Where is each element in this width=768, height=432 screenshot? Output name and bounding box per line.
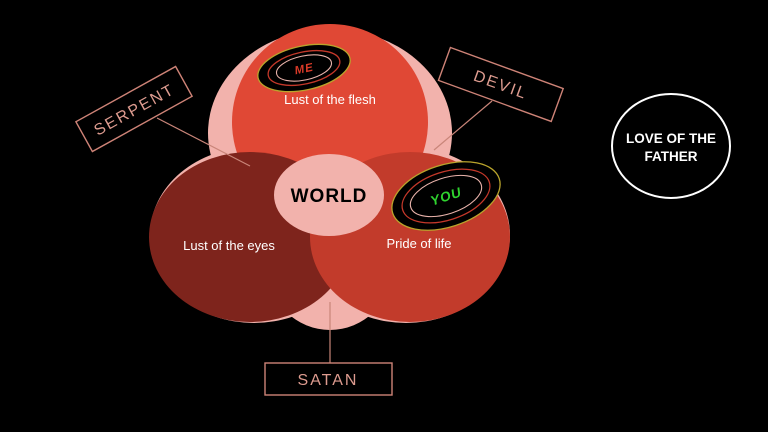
satan-callout-label: SATAN xyxy=(298,372,359,389)
satan-callout: SATAN xyxy=(264,362,393,396)
lust-of-flesh-label: Lust of the flesh xyxy=(284,92,376,107)
serpent-connector-line xyxy=(156,117,251,167)
you-eye-outer xyxy=(391,161,501,231)
satan-callout-box xyxy=(264,362,393,396)
you-eye-red-ring xyxy=(401,168,491,224)
devil-callout: DEVIL xyxy=(437,46,565,123)
world-label: WORLD xyxy=(291,186,368,207)
devil-callout-box xyxy=(437,46,565,123)
serpent-callout-box xyxy=(74,65,194,153)
serpent-callout: SERPENT xyxy=(74,65,194,153)
love-of-father-circle xyxy=(611,93,731,199)
lust-of-eyes-label: Lust of the eyes xyxy=(183,238,275,253)
you-eye-pink-ring xyxy=(409,174,483,218)
me-eye-outer xyxy=(257,43,351,93)
me-eye-pink-ring xyxy=(275,54,333,82)
love-of-father-label-line2: FATHER xyxy=(645,149,698,164)
pride-of-life-label: Pride of life xyxy=(386,236,451,251)
you-eye: YOU xyxy=(391,161,501,231)
love-of-father-label-line1: LOVE OF THE xyxy=(626,131,716,146)
love-of-father-circle-group: LOVE OF THE FATHER xyxy=(611,93,731,199)
me-eye: ME xyxy=(257,43,351,93)
me-label: ME xyxy=(294,62,315,78)
devil-connector-line xyxy=(433,100,493,151)
me-eye-red-ring xyxy=(267,49,341,87)
world-circle xyxy=(274,154,384,236)
